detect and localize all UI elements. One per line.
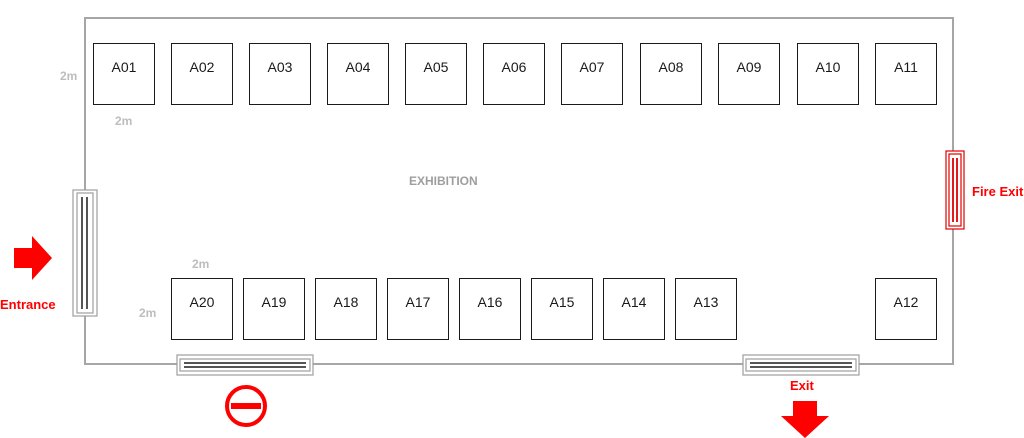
booth-label: A03 bbox=[267, 59, 293, 75]
booth[interactable]: A14 bbox=[603, 278, 665, 340]
booth-label: A17 bbox=[405, 294, 431, 310]
booth[interactable]: A19 bbox=[243, 278, 305, 340]
dimension-label-bottom-left: 2m bbox=[139, 306, 157, 320]
arrow-down-icon bbox=[781, 401, 829, 438]
dimension-label-bottom-gap: 2m bbox=[192, 257, 210, 271]
booth-label: A01 bbox=[111, 59, 137, 75]
booth[interactable]: A01 bbox=[93, 43, 155, 105]
booth-label: A14 bbox=[621, 294, 647, 310]
booth-label: A05 bbox=[423, 59, 449, 75]
booth[interactable]: A09 bbox=[718, 43, 780, 105]
booth-label: A20 bbox=[189, 294, 215, 310]
booth[interactable]: A12 bbox=[875, 278, 937, 340]
booth[interactable]: A04 bbox=[327, 43, 389, 105]
booth[interactable]: A05 bbox=[405, 43, 467, 105]
booth[interactable]: A17 bbox=[387, 278, 449, 340]
dimension-label-top-gap: 2m bbox=[115, 114, 133, 128]
booth-label: A04 bbox=[345, 59, 371, 75]
fire-exit-label: Fire Exit bbox=[972, 184, 1024, 199]
booth[interactable]: A08 bbox=[640, 43, 702, 105]
booth-label: A12 bbox=[893, 294, 919, 310]
hall-label: EXHIBITION bbox=[409, 174, 478, 188]
booth-label: A10 bbox=[815, 59, 841, 75]
booth-label: A06 bbox=[501, 59, 527, 75]
arrow-right-icon bbox=[14, 236, 52, 280]
exit-label: Exit bbox=[790, 378, 814, 393]
booth-label: A07 bbox=[579, 59, 605, 75]
exit-door[interactable] bbox=[742, 354, 860, 376]
booth[interactable]: A10 bbox=[797, 43, 859, 105]
booth-label: A19 bbox=[261, 294, 287, 310]
booth[interactable]: A20 bbox=[171, 278, 233, 340]
booth[interactable]: A16 bbox=[459, 278, 521, 340]
booth-label: A09 bbox=[736, 59, 762, 75]
fire-exit-door[interactable] bbox=[945, 150, 965, 230]
dimension-label-top-left: 2m bbox=[60, 69, 78, 83]
booth-label: A15 bbox=[549, 294, 575, 310]
booth-label: A08 bbox=[658, 59, 684, 75]
booth[interactable]: A02 bbox=[171, 43, 233, 105]
booth[interactable]: A13 bbox=[675, 278, 737, 340]
booth-label: A13 bbox=[693, 294, 719, 310]
booth[interactable]: A07 bbox=[561, 43, 623, 105]
blocked-door bbox=[176, 354, 314, 376]
entrance-door[interactable] bbox=[72, 189, 98, 317]
entrance-label: Entrance bbox=[0, 297, 56, 312]
booth-label: A18 bbox=[333, 294, 359, 310]
booth[interactable]: A11 bbox=[875, 43, 937, 105]
booth[interactable]: A18 bbox=[315, 278, 377, 340]
booth-label: A02 bbox=[189, 59, 215, 75]
booth[interactable]: A15 bbox=[531, 278, 593, 340]
booth[interactable]: A03 bbox=[249, 43, 311, 105]
booth[interactable]: A06 bbox=[483, 43, 545, 105]
booth-label: A11 bbox=[894, 59, 918, 75]
booth-label: A16 bbox=[477, 294, 503, 310]
no-entry-icon bbox=[225, 385, 267, 427]
